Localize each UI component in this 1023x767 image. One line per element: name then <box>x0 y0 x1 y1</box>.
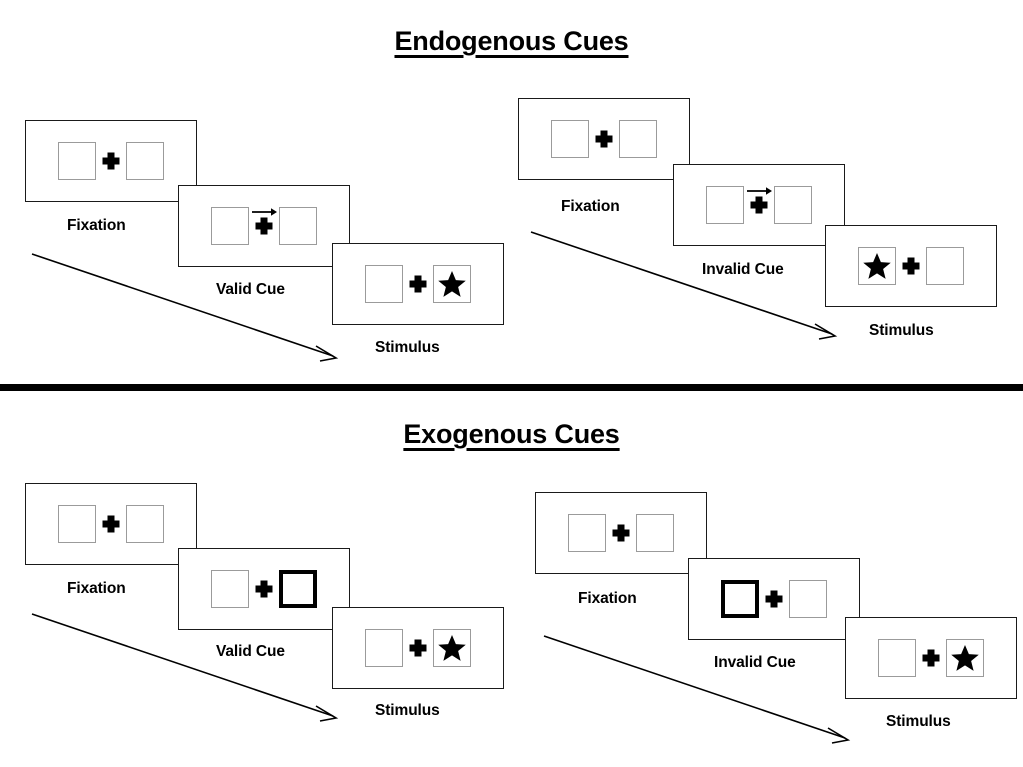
fixation-cross-icon <box>249 207 279 245</box>
section-title-endogenous: Endogenous Cues <box>394 26 629 56</box>
box-left <box>706 186 744 224</box>
caption-exogenous-valid-fixation: Fixation <box>67 580 126 597</box>
panel-endogenous-invalid-cue <box>673 164 845 246</box>
fixation-cross-icon <box>896 247 926 285</box>
fixation-cross-icon <box>403 265 433 303</box>
box-right <box>126 505 164 543</box>
box-right-cued <box>279 570 317 608</box>
box-left <box>365 629 403 667</box>
fixation-cross-icon <box>96 505 126 543</box>
panel-endogenous-valid-cue <box>178 185 350 267</box>
box-right <box>619 120 657 158</box>
panel-exogenous-valid-stimulus <box>332 607 504 689</box>
panel-endogenous-invalid-stimulus <box>825 225 997 307</box>
caption-exogenous-valid-cue: Valid Cue <box>216 643 285 660</box>
box-left <box>58 142 96 180</box>
panel-endogenous-valid-stimulus <box>332 243 504 325</box>
box-left <box>551 120 589 158</box>
box-right <box>926 247 964 285</box>
time-arrow-icon-exogenous-invalid <box>543 635 851 744</box>
caption-endogenous-invalid-stimulus: Stimulus <box>869 322 934 339</box>
box-right <box>946 639 984 677</box>
box-left-cued <box>721 580 759 618</box>
arrow-right-icon <box>747 187 772 195</box>
star-icon <box>863 253 891 279</box>
fixation-cross-icon <box>606 514 636 552</box>
box-right <box>433 629 471 667</box>
caption-endogenous-valid-fixation: Fixation <box>67 217 126 234</box>
box-left <box>211 570 249 608</box>
box-right <box>636 514 674 552</box>
panel-exogenous-invalid-cue <box>688 558 860 640</box>
panel-exogenous-invalid-fixation <box>535 492 707 574</box>
caption-endogenous-invalid-fixation: Fixation <box>561 198 620 215</box>
caption-endogenous-invalid-cue: Invalid Cue <box>702 261 784 278</box>
star-icon <box>951 645 979 671</box>
section-title-exogenous: Exogenous Cues <box>403 419 620 449</box>
fixation-cross-icon <box>744 186 774 224</box>
box-right <box>789 580 827 618</box>
fixation-cross-icon <box>589 120 619 158</box>
box-left <box>568 514 606 552</box>
caption-exogenous-invalid-fixation: Fixation <box>578 590 637 607</box>
panel-endogenous-invalid-fixation <box>518 98 690 180</box>
caption-endogenous-valid-cue: Valid Cue <box>216 281 285 298</box>
box-left <box>211 207 249 245</box>
box-left <box>365 265 403 303</box>
box-right <box>774 186 812 224</box>
panel-exogenous-valid-cue <box>178 548 350 630</box>
panel-exogenous-invalid-stimulus <box>845 617 1017 699</box>
fixation-cross-icon <box>249 570 279 608</box>
caption-exogenous-valid-stimulus: Stimulus <box>375 702 440 719</box>
panel-exogenous-valid-fixation <box>25 483 197 565</box>
star-icon <box>438 635 466 661</box>
box-left <box>858 247 896 285</box>
box-right <box>126 142 164 180</box>
box-right <box>279 207 317 245</box>
box-right <box>433 265 471 303</box>
caption-endogenous-valid-stimulus: Stimulus <box>375 339 440 356</box>
box-left <box>58 505 96 543</box>
section-divider <box>0 384 1023 391</box>
panel-endogenous-valid-fixation <box>25 120 197 202</box>
fixation-cross-icon <box>759 580 789 618</box>
fixation-cross-icon <box>96 142 126 180</box>
star-icon <box>438 271 466 297</box>
caption-exogenous-invalid-cue: Invalid Cue <box>714 654 796 671</box>
caption-exogenous-invalid-stimulus: Stimulus <box>886 713 951 730</box>
box-left <box>878 639 916 677</box>
arrow-right-icon <box>252 208 277 216</box>
fixation-cross-icon <box>403 629 433 667</box>
fixation-cross-icon <box>916 639 946 677</box>
